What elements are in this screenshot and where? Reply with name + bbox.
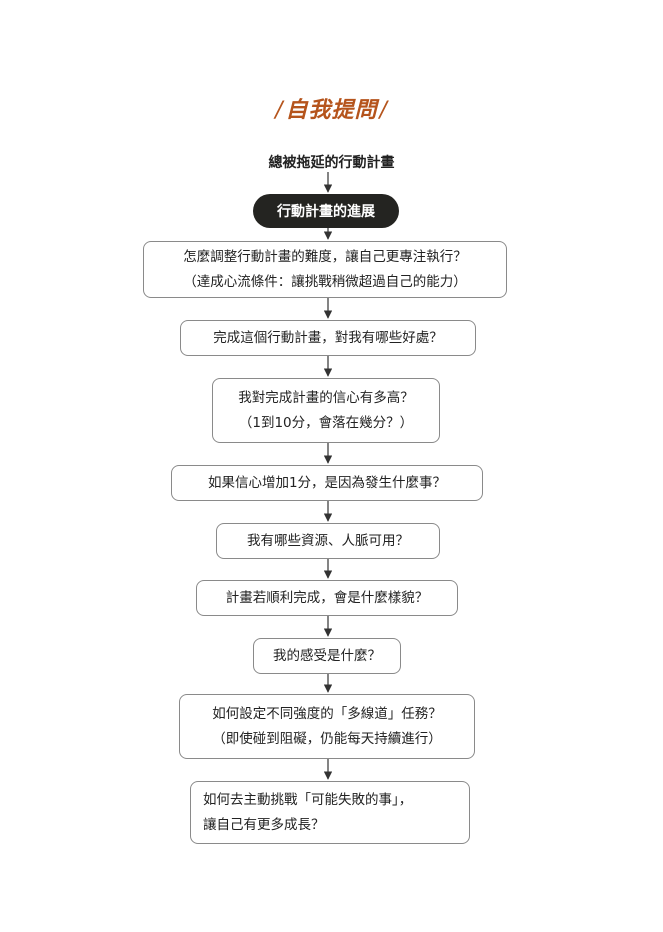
question-1-line-2: （達成心流條件：讓挑戰稍微超過自己的能力）	[183, 273, 467, 290]
progress-header-pill: 行動計畫的進展	[253, 194, 399, 228]
question-5-line-1: 我有哪些資源、人脈可用？	[247, 532, 409, 549]
question-box-4: 如果信心增加1分，是因為發生什麼事？	[171, 465, 483, 501]
question-4-line-1: 如果信心增加1分，是因為發生什麼事？	[207, 474, 447, 491]
question-box-7: 我的感受是什麼？	[253, 638, 401, 674]
question-box-2: 完成這個行動計畫，對我有哪些好處？	[180, 320, 476, 356]
question-2-line-1: 完成這個行動計畫，對我有哪些好處？	[213, 329, 443, 346]
question-9-line-2: 讓自己有更多成長？	[203, 816, 325, 833]
question-box-9: 如何去主動挑戰「可能失敗的事」， 讓自己有更多成長？	[190, 781, 470, 844]
question-1-line-1: 怎麼調整行動計畫的難度，讓自己更專注執行？	[183, 248, 467, 265]
question-3-line-1: 我對完成計畫的信心有多高？	[238, 389, 414, 406]
title-bar-left: /	[275, 98, 284, 123]
question-box-8: 如何設定不同強度的「多線道」任務？ （即使碰到阻礙，仍能每天持續進行）	[179, 694, 475, 759]
question-box-5: 我有哪些資源、人脈可用？	[216, 523, 440, 559]
title-text: 自我提問	[285, 98, 378, 123]
page-title: /自我提問/	[0, 92, 663, 124]
question-box-6: 計畫若順利完成，會是什麼樣貌？	[196, 580, 458, 616]
question-box-3: 我對完成計畫的信心有多高？ （1到10分，會落在幾分？）	[212, 378, 440, 443]
start-label: 總被拖延的行動計畫	[268, 155, 395, 171]
question-3-line-2: （1到10分，會落在幾分？）	[238, 414, 414, 431]
question-8-line-1: 如何設定不同強度的「多線道」任務？	[212, 705, 442, 722]
question-box-1: 怎麼調整行動計畫的難度，讓自己更專注執行？ （達成心流條件：讓挑戰稍微超過自己的…	[143, 241, 507, 298]
question-7-line-1: 我的感受是什麼？	[273, 647, 381, 664]
question-8-line-2: （即使碰到阻礙，仍能每天持續進行）	[212, 730, 442, 747]
question-6-line-1: 計畫若順利完成，會是什麼樣貌？	[225, 589, 429, 606]
question-9-line-1: 如何去主動挑戰「可能失敗的事」，	[203, 791, 413, 808]
title-bar-right: /	[379, 98, 388, 123]
